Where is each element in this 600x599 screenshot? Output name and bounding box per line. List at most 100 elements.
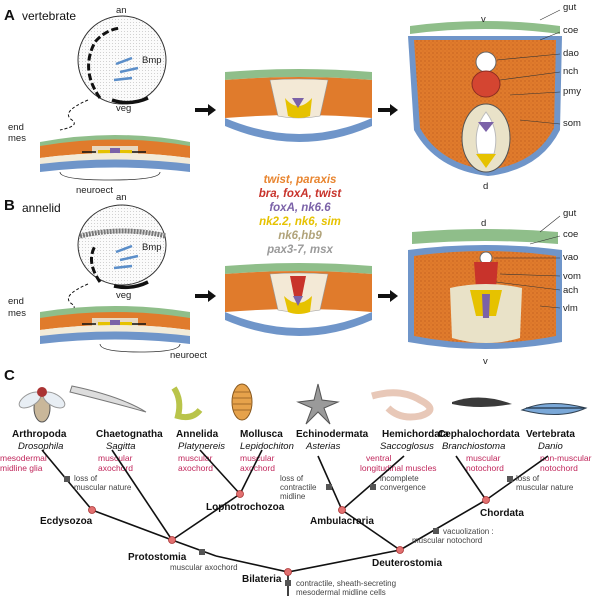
event-vert-1: loss of <box>516 474 540 483</box>
clade-chordata: Chordata <box>480 508 524 519</box>
clade-deuterostomia: Deuterostomia <box>372 558 442 569</box>
panel-b-title: annelid <box>22 201 61 215</box>
vert-axis-d: d <box>483 181 488 192</box>
clade-ecdysozoa: Ecdysozoa <box>40 516 93 527</box>
taxon-4-name: Echinodermata <box>296 429 369 440</box>
event-vert-2: muscular nature <box>516 483 574 492</box>
ann-axis-d: d <box>481 218 486 229</box>
vert-label-pmy: pmy <box>563 86 581 97</box>
taxon-2-trait-1: muscular <box>178 453 213 463</box>
ann-section-labels: gut coe vao vom ach vlm <box>494 208 581 314</box>
phylogeny-tree <box>41 449 549 596</box>
taxon-3-name: Mollusca <box>240 429 283 440</box>
legend-item-2: bra, foxA, twist <box>259 188 343 200</box>
vertebrate-section-middle <box>225 69 372 142</box>
taxon-0-trait-2: midline glia <box>0 463 43 473</box>
taxon-1-name: Chaetognatha <box>96 429 163 440</box>
tree-events <box>64 476 513 586</box>
taxa-labels: Arthropoda Drosophila mesodermal midline… <box>0 429 592 473</box>
taxon-3-genus: Lepidochiton <box>240 441 294 452</box>
clade-ambulacraria: Ambulacraria <box>310 516 374 527</box>
taxon-7-name: Vertebrata <box>526 429 575 440</box>
event-arthropod-1: loss of <box>74 474 98 483</box>
legend-item-1: twist, paraxis <box>264 174 337 186</box>
clade-labels: Ecdysozoa Lophotrochozoa Protostomia Amb… <box>40 502 524 585</box>
ann-label-ach: ach <box>563 285 578 296</box>
clade-protostomia: Protostomia <box>128 552 187 563</box>
sagitta-icon <box>69 385 147 413</box>
legend-item-4: nk2.2, nk6, sim <box>259 216 341 228</box>
event-bilateria-2: mesodermal midline cells <box>296 588 386 597</box>
label-bmp-b: Bmp <box>142 242 162 253</box>
annelid-embryo: an veg Bmp <box>59 192 167 317</box>
taxon-7-trait-2: notochord <box>540 463 578 473</box>
lepidochiton-icon <box>231 383 253 421</box>
event-labels: loss of muscular nature loss of contract… <box>74 474 574 597</box>
ann-label-coe: coe <box>563 229 578 240</box>
label-mes-b: mes <box>8 308 26 319</box>
asterias-icon <box>296 383 340 425</box>
taxon-1-trait-1: muscular <box>98 453 133 463</box>
taxon-0-trait-1: mesodermal <box>0 453 47 463</box>
vert-label-gut: gut <box>563 2 577 13</box>
clade-lophotrochozoa: Lophotrochozoa <box>206 502 285 513</box>
label-end-a: end <box>8 122 24 133</box>
taxon-6-trait-2: notochord <box>466 463 504 473</box>
ann-label-gut: gut <box>563 208 577 219</box>
vert-label-coe: coe <box>563 25 578 36</box>
label-veg: veg <box>116 103 131 114</box>
clade-bilateria: Bilateria <box>242 574 282 585</box>
label-an: an <box>116 5 127 16</box>
taxon-7-trait-1: non-muscular <box>540 453 592 463</box>
taxon-2-trait-2: axochord <box>178 463 213 473</box>
vert-section-labels: gut coe dao nch pmy som <box>496 2 581 129</box>
label-neuroect-b: neuroect <box>170 350 207 361</box>
taxon-6-genus: Branchiostoma <box>442 441 505 452</box>
label-an-b: an <box>116 192 127 203</box>
vert-axis-v: v <box>481 14 486 25</box>
animal-illustrations <box>18 383 588 425</box>
legend-item-6: pax3-7, msx <box>266 244 333 256</box>
vertebrate-section-final: v d gut coe dao nch pmy som <box>408 2 581 192</box>
event-echino-2: contractile <box>280 483 317 492</box>
taxon-0-name: Arthropoda <box>12 429 67 440</box>
annelid-strip: end mes neuroect <box>8 296 207 361</box>
panel-b-letter: B <box>4 197 15 214</box>
vert-label-nch: nch <box>563 66 578 77</box>
taxon-5-genus: Saccoglosus <box>380 441 434 452</box>
taxon-2-genus: Platynereis <box>178 441 225 452</box>
taxon-3-trait-2: axochord <box>240 463 275 473</box>
taxon-0-genus: Drosophila <box>18 441 63 452</box>
event-hemi-1: incomplete <box>380 474 419 483</box>
event-protostome: muscular axochord <box>170 563 238 572</box>
event-hemi-2: convergence <box>380 483 426 492</box>
ann-label-vlm: vlm <box>563 303 578 314</box>
taxon-5-trait-1: ventral <box>366 453 392 463</box>
event-chordate-1: vacuolization : <box>443 527 494 536</box>
event-bilateria-1: contractile, sheath-secreting <box>296 579 396 588</box>
taxon-6-name: Cephalochordata <box>438 429 520 440</box>
branchiostoma-icon <box>452 397 512 407</box>
label-neuroect-a: neuroect <box>76 185 113 196</box>
taxon-1-trait-2: axochord <box>98 463 133 473</box>
event-chordate-2: muscular notochord <box>412 536 482 545</box>
label-mes-a: mes <box>8 133 26 144</box>
ann-label-vom: vom <box>563 271 581 282</box>
tree-nodes <box>88 490 490 576</box>
platynereis-icon <box>171 386 203 421</box>
ann-axis-v: v <box>483 356 488 367</box>
saccoglossus-icon <box>371 389 434 421</box>
vert-label-dao: dao <box>563 48 579 59</box>
taxon-2-name: Annelida <box>176 429 219 440</box>
gene-legend: twist, paraxis bra, foxA, twist foxA, nk… <box>259 174 343 256</box>
vertebrate-strip: end mes neuroect <box>8 122 190 196</box>
event-echino-3: midline <box>280 492 306 501</box>
label-bmp: Bmp <box>142 55 162 66</box>
event-echino-1: loss of <box>280 474 304 483</box>
danio-icon <box>520 402 588 416</box>
taxon-5-name: Hemichordata <box>382 429 449 440</box>
taxon-7-genus: Danio <box>538 441 563 452</box>
annelid-section-middle <box>225 263 372 336</box>
legend-item-5: nk6,hb9 <box>278 230 322 242</box>
